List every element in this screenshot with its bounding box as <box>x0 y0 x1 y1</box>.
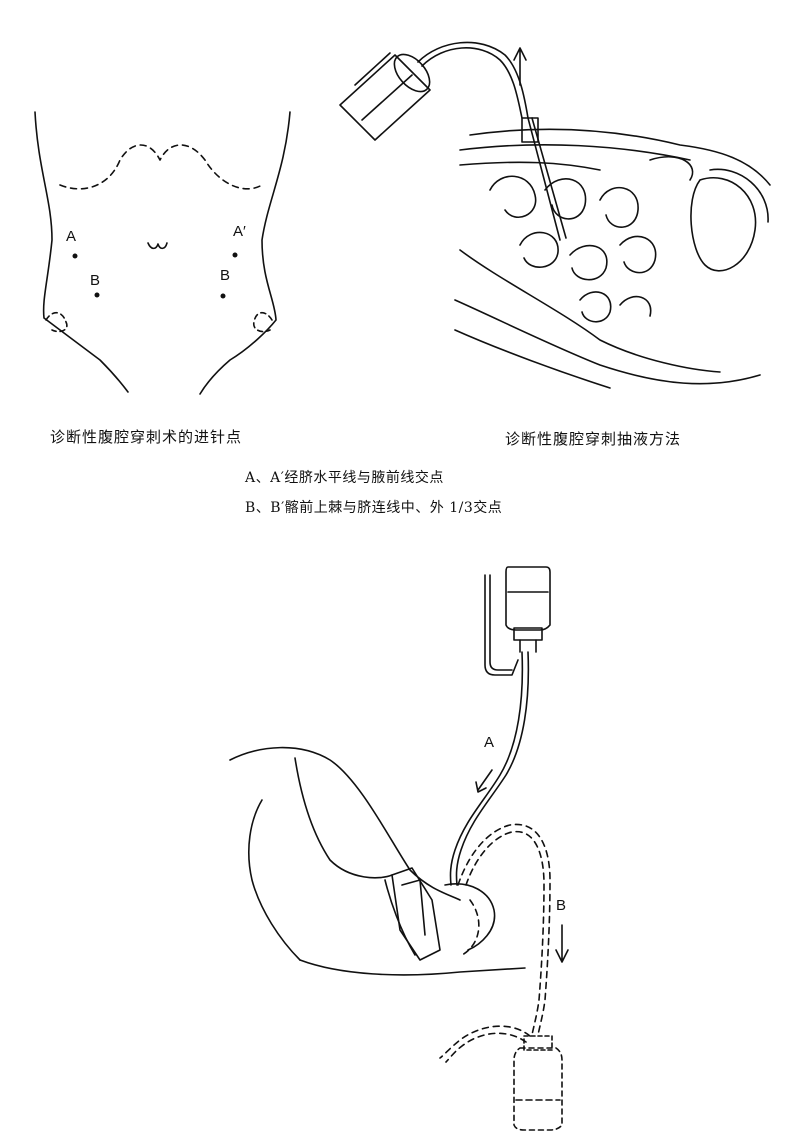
aspiration-tube <box>417 41 529 119</box>
syringe-tip <box>393 53 431 93</box>
torso-diagram <box>34 111 291 395</box>
sleeve <box>391 867 441 961</box>
rib-margin <box>59 144 263 190</box>
organ-right <box>690 177 757 272</box>
iliac-right <box>252 311 273 333</box>
bottle-stopper <box>513 627 543 641</box>
legend-line-a: A、A′经脐水平线与腋前线交点 <box>245 470 444 486</box>
point-b-prime-label: B <box>220 267 231 284</box>
inflow-tube <box>449 651 524 886</box>
up-arrow <box>513 47 527 86</box>
drainage-diagram <box>229 566 569 1131</box>
flow-a-label: A <box>484 734 495 751</box>
abdomen-dash <box>461 899 480 956</box>
caption-entry-points: 诊断性腹腔穿刺术的进针点 <box>50 428 243 446</box>
puncture-dots <box>72 252 238 299</box>
flow-b-label: B <box>556 897 567 914</box>
patient-back <box>229 746 461 901</box>
legend-line-b: B、B′髂前上棘与脐连线中、外 1/3交点 <box>245 500 503 516</box>
point-b-prime-dot <box>220 293 226 299</box>
infusion-bottle <box>505 566 551 631</box>
aspiration-diagram <box>339 41 771 389</box>
point-b-dot <box>94 292 100 298</box>
torso-right-contour <box>199 111 291 395</box>
point-b-label: B <box>90 272 101 289</box>
iliac-left <box>45 311 68 333</box>
patient-knee <box>294 757 393 879</box>
torso-left-contour <box>34 111 129 393</box>
arrow-a <box>475 769 493 793</box>
caption-aspiration-method: 诊断性腹腔穿刺抽液方法 <box>505 430 682 448</box>
peritoneum <box>459 249 721 373</box>
point-a-label: A <box>66 228 77 245</box>
point-a-prime-dot <box>232 252 238 258</box>
point-a-dot <box>72 253 78 259</box>
bowel-loops <box>489 175 657 323</box>
navel-mark <box>147 242 168 250</box>
syringe-body <box>339 54 431 141</box>
outflow-tube <box>457 823 551 1036</box>
collection-bottle <box>513 1047 563 1131</box>
abdominal-wall <box>469 128 771 186</box>
point-a-prime-label: A′ <box>233 223 246 240</box>
arrow-b <box>555 924 569 963</box>
